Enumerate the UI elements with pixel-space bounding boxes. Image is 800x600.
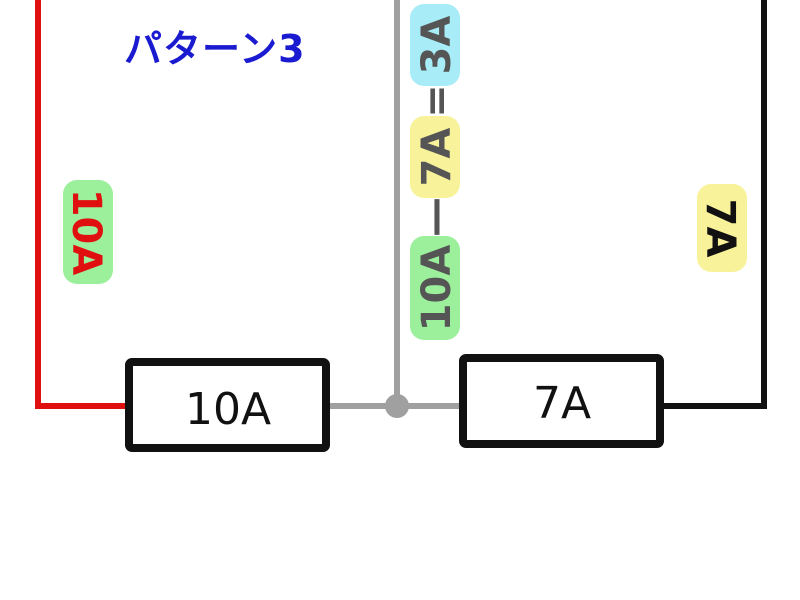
equation-term2: 7A [414, 128, 460, 187]
result-highlight [410, 4, 460, 86]
right-label-highlight [697, 184, 747, 272]
left-label-highlight [63, 180, 113, 284]
red-wire [35, 0, 128, 409]
black-wire [662, 0, 767, 409]
box-right-label: 7A [533, 378, 591, 429]
center-equation: 10A — 7A = 3A [410, 4, 460, 340]
left-wire-label: 10A [63, 189, 109, 276]
equation-equals: = [414, 84, 460, 118]
junction-node [385, 394, 409, 418]
box-left [125, 358, 330, 452]
right-wire-label-group: 7A [697, 184, 747, 272]
diagram-title: パターン3 [124, 27, 306, 71]
box-left-label: 10A [185, 384, 271, 435]
term2-highlight [410, 116, 460, 198]
equation-term1: 10A [414, 245, 460, 332]
right-wire-label: 7A [697, 199, 743, 258]
equation-minus: — [412, 197, 458, 237]
equation-result: 3A [414, 16, 460, 75]
term1-highlight [410, 236, 460, 340]
left-wire-label-group: 10A [63, 180, 113, 284]
box-right [459, 354, 664, 448]
